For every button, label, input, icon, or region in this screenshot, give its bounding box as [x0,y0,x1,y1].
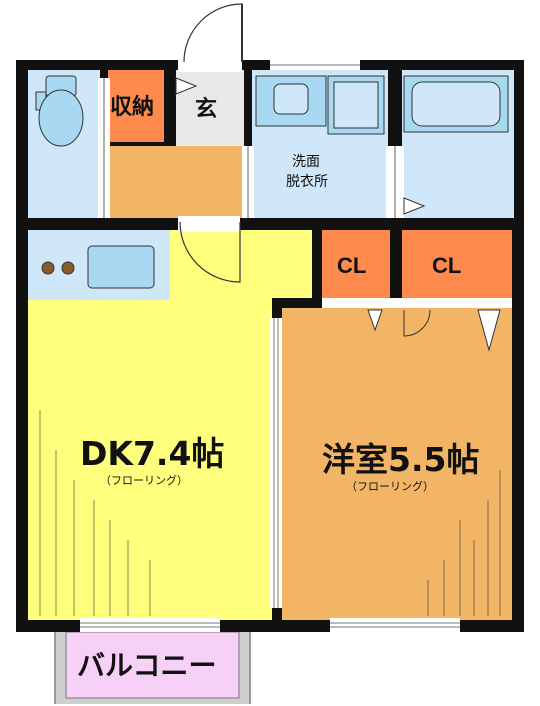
balcony-label: バルコニー [77,649,216,682]
entrance-step-mark [175,77,198,95]
washroom-label-1: 洗面 [292,154,320,170]
closet-door-mark [367,309,383,332]
washroom-label-2: 脱衣所 [286,174,328,190]
dk-floor-label: （フローリング） [100,473,188,487]
closet-door-arc [403,309,431,337]
washer-pan-icon [327,75,385,135]
closet-door-mark [477,309,501,352]
closet-2-label: CL [432,253,461,278]
balcony: バルコニー [54,624,251,704]
bathtub-icon [403,75,509,133]
western-label: 洋室5.5帖 [322,440,479,479]
kitchen-sink-icon [87,245,155,289]
sliding-door [270,318,282,608]
closet-2 [402,230,512,298]
entrance-door-gap [178,58,242,72]
closet-1 [322,230,390,298]
western-window [330,618,460,632]
washbasin-icon [255,75,327,127]
closet-1-label: CL [337,253,366,278]
stove-icon [41,261,75,275]
light-streaks [39,410,501,616]
storage-label: 収納 [110,94,154,120]
dk-door [179,221,241,283]
hallway-floor [108,146,244,218]
dk-room [28,230,312,620]
entrance-label: 玄 [195,96,217,122]
western-floor-label: （フローリング） [346,479,434,493]
dk-label: DK7.4帖 [80,434,224,473]
storage-room [108,70,164,142]
toilet-icon [35,75,84,147]
western-room [282,308,512,620]
entrance-door [183,3,243,63]
dk-window [80,618,220,632]
